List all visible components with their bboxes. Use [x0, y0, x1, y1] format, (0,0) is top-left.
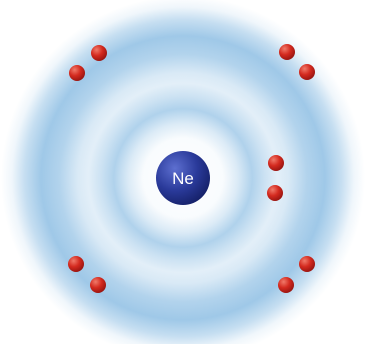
electron [91, 45, 107, 61]
electron [267, 185, 283, 201]
nucleus: Ne [156, 151, 210, 205]
electron [299, 256, 315, 272]
inner-shell-electrons [267, 155, 284, 201]
element-symbol: Ne [172, 169, 194, 188]
electron [278, 277, 294, 293]
electron [268, 155, 284, 171]
electron [68, 256, 84, 272]
nucleus-sphere [156, 151, 210, 205]
electron [69, 65, 85, 81]
outer-shell-electrons [68, 44, 315, 293]
electron [279, 44, 295, 60]
electron [299, 64, 315, 80]
electron [90, 277, 106, 293]
